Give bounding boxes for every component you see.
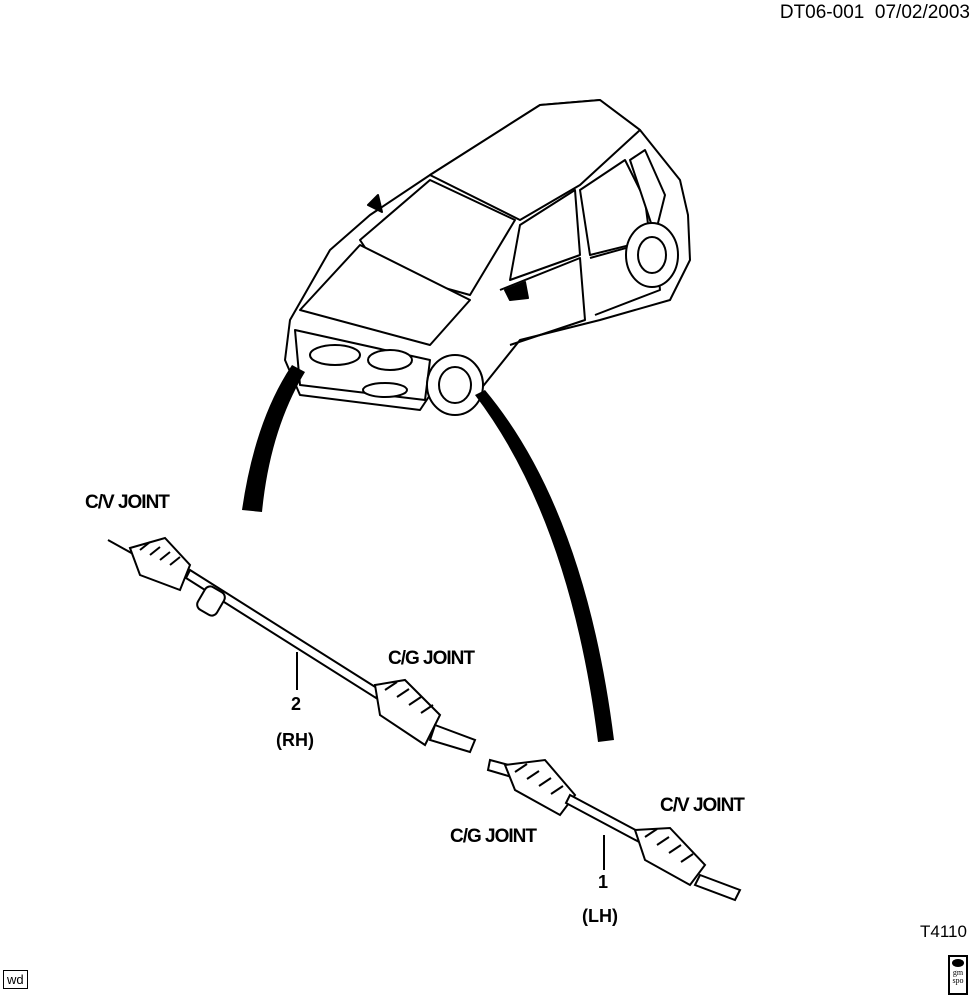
rh-axle-shaft	[107, 536, 477, 754]
lh-leader-arrow	[475, 390, 614, 742]
lh-cg-joint-label: C/G JOINT	[450, 826, 537, 847]
lh-cv-joint-label: C/V JOINT	[660, 795, 745, 816]
doc-date: 07/02/2003	[874, 2, 970, 23]
document-header: DT06-001 07/02/2003	[780, 2, 970, 24]
leader-arrows	[242, 365, 614, 742]
car-illustration	[284, 99, 691, 416]
part-1-side: (LH)	[582, 906, 618, 926]
rh-cg-joint-label: C/G JOINT	[388, 648, 475, 669]
rh-leader-arrow	[242, 365, 305, 512]
rh-cv-joint-label: C/V JOINT	[85, 492, 170, 513]
lh-axle-shaft	[486, 758, 742, 902]
part-2-number: 2	[291, 694, 302, 714]
doc-id: DT06-001	[779, 2, 865, 23]
figure-code: T4110	[920, 922, 967, 941]
part-1-number: 1	[598, 872, 609, 892]
part-2-side: (RH)	[276, 730, 314, 750]
wd-badge: wd	[3, 970, 28, 989]
